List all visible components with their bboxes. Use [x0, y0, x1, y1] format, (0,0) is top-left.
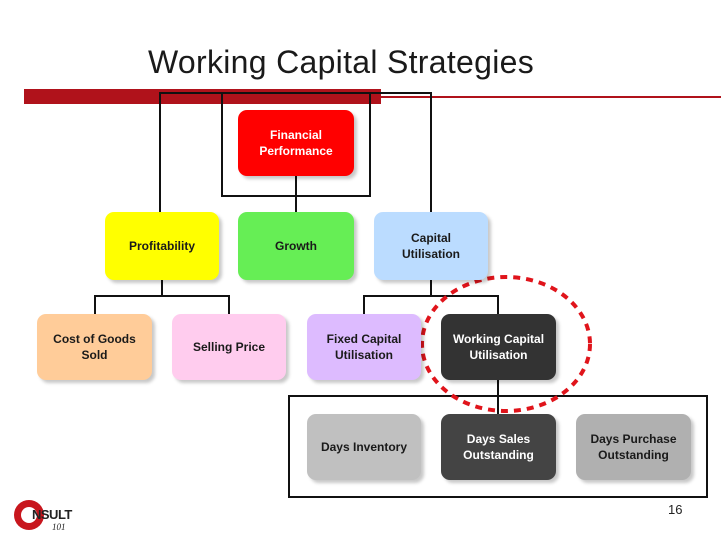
- bracket-financial: [221, 93, 371, 197]
- bracket-level4: [288, 414, 708, 498]
- consult-logo: NSULT 101: [14, 498, 84, 538]
- cost-of-goods-sold-label-2: Sold: [81, 348, 108, 362]
- days-purchase-outstanding-label-1: Days Purchase: [590, 432, 677, 446]
- connector-financial-to-children: [159, 92, 432, 212]
- growth-box: Growth: [238, 212, 354, 280]
- days-sales-outstanding-label-1: Days Sales: [466, 432, 531, 446]
- fixed-capital-utilisation-label-2: Utilisation: [334, 348, 393, 362]
- connector-capital-children: [363, 295, 499, 314]
- logo-text: NSULT: [32, 507, 72, 522]
- days-purchase-outstanding-label-2: Outstanding: [598, 448, 669, 462]
- capital-utilisation-label-1: Capital: [410, 231, 451, 245]
- page-title: Working Capital Strategies: [148, 44, 535, 80]
- title-underline-rule: [381, 96, 721, 98]
- financial-performance-box: Financial Performance: [238, 110, 354, 176]
- profitability-label: Profitability: [128, 239, 195, 253]
- capital-utilisation-label-2: Utilisation: [401, 247, 460, 261]
- capital-utilisation-box: Capital Utilisation: [374, 212, 488, 280]
- working-capital-utilisation-box: Working Capital Utilisation: [441, 314, 556, 380]
- financial-performance-label-1: Financial: [269, 128, 322, 142]
- growth-label: Growth: [275, 239, 317, 253]
- working-capital-utilisation-label-1: Working Capital: [452, 332, 545, 346]
- days-sales-outstanding-label-2: Outstanding: [463, 448, 534, 462]
- cost-of-goods-sold-label-1: Cost of Goods: [53, 332, 136, 346]
- days-inventory-label: Days Inventory: [320, 440, 408, 454]
- selling-price-box: Selling Price: [172, 314, 286, 380]
- days-inventory-box: Days Inventory: [307, 414, 421, 480]
- working-capital-utilisation-label-2: Utilisation: [469, 348, 528, 362]
- highlight-dashed-circle: [420, 275, 592, 413]
- fixed-capital-utilisation-label-1: Fixed Capital: [326, 332, 402, 346]
- days-sales-outstanding-box: Days Sales Outstanding: [441, 414, 556, 480]
- cost-of-goods-sold-box: Cost of Goods Sold: [37, 314, 152, 380]
- connector-profitability-children: [94, 295, 230, 314]
- days-purchase-outstanding-box: Days Purchase Outstanding: [576, 414, 691, 480]
- profitability-box: Profitability: [105, 212, 219, 280]
- fixed-capital-utilisation-box: Fixed Capital Utilisation: [307, 314, 421, 380]
- logo-subtext: 101: [52, 522, 66, 532]
- page-number: 16: [668, 502, 683, 517]
- logo-c-mark: [14, 500, 44, 530]
- financial-performance-label-2: Performance: [259, 144, 333, 158]
- selling-price-label: Selling Price: [192, 340, 266, 354]
